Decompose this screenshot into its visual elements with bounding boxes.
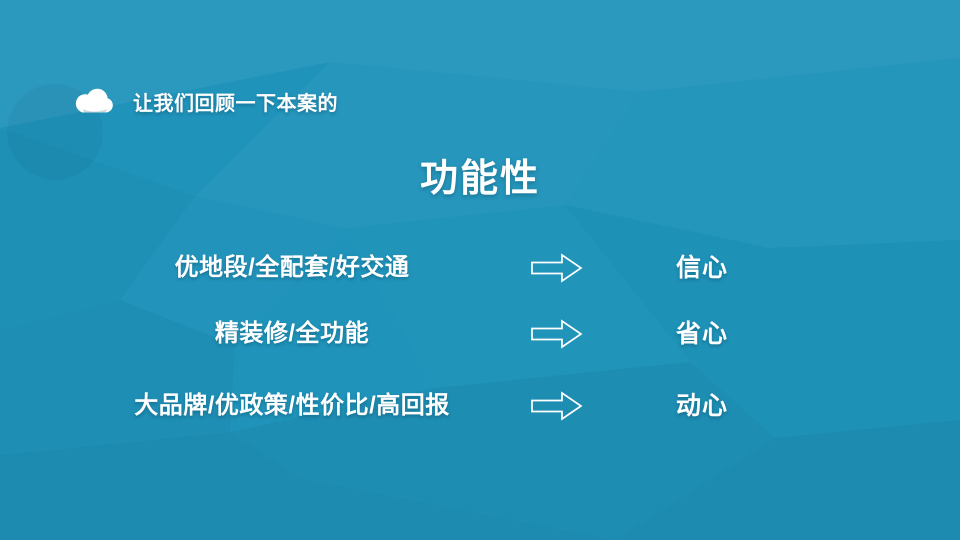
outcome-text: 省心 (676, 320, 729, 348)
outcome-text: 信心 (676, 254, 729, 282)
feature-text: 优地段/全配套/好交通 (174, 254, 410, 281)
cloud-icon (74, 88, 114, 114)
right-arrow-icon (531, 391, 583, 421)
slide-title: 功能性 (419, 158, 540, 200)
outcome-text: 动心 (676, 392, 729, 420)
header-label: 让我们回顾一下本案的 (133, 92, 338, 115)
slide-header: 让我们回顾一下本案的 (74, 85, 338, 117)
right-arrow-icon (531, 319, 583, 349)
feature-text: 大品牌/优政策/性价比/高回报 (134, 392, 450, 419)
feature-text: 精装修/全功能 (214, 320, 370, 347)
mapping-row: 优地段/全配套/好交通 信心 (0, 252, 960, 284)
mapping-row: 精装修/全功能 省心 (0, 318, 960, 350)
mapping-row: 大品牌/优政策/性价比/高回报 动心 (0, 390, 960, 422)
right-arrow-icon (531, 253, 583, 283)
